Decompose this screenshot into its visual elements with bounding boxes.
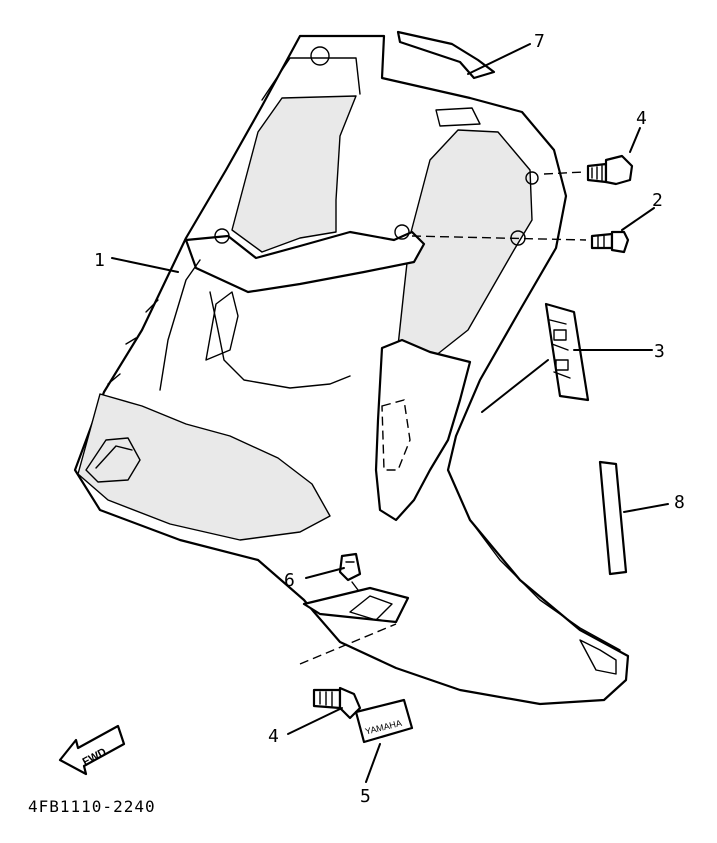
- part-5-emblem: YAMAHA: [354, 698, 414, 744]
- alignment-lines: [299, 171, 587, 665]
- leader-lines: [111, 43, 669, 783]
- callout-2: 2: [652, 190, 663, 211]
- part-4-screw-lower: [312, 686, 362, 720]
- callouts: 1 2 3 4 4 5 6 7 8: [94, 31, 685, 807]
- callout-5: 5: [360, 786, 371, 807]
- callout-4-upper: 4: [636, 108, 647, 129]
- callout-6: 6: [284, 570, 295, 591]
- part-3-bracket: [544, 302, 590, 402]
- part-4-screw-upper: [586, 154, 634, 186]
- part-8-strip: [598, 460, 628, 576]
- part-2-screw: [590, 230, 630, 254]
- callout-4-lower: 4: [268, 726, 279, 747]
- callout-1: 1: [94, 250, 105, 271]
- callout-7: 7: [534, 31, 545, 52]
- drawing-code: 4FB1110-2240: [28, 797, 156, 816]
- callout-8: 8: [674, 492, 685, 513]
- fwd-arrow: FWD: [58, 724, 126, 776]
- part-7-trim-strip: [396, 30, 496, 80]
- part-6-clip: [338, 552, 362, 582]
- leg-shield-body: [73, 34, 630, 706]
- callout-3: 3: [654, 341, 665, 362]
